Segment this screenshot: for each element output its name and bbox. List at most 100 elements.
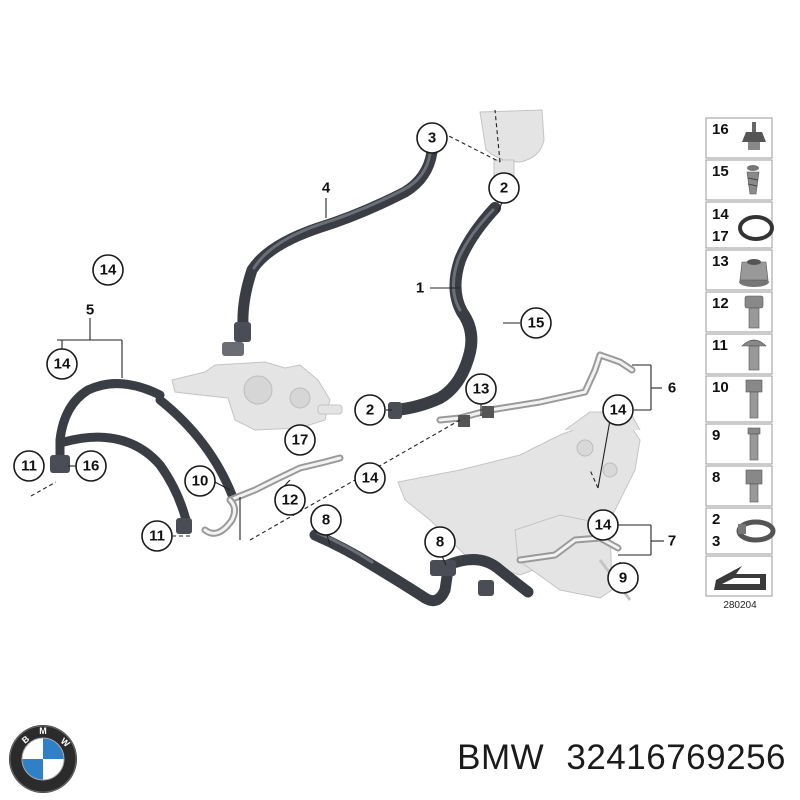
svg-text:16: 16 bbox=[83, 458, 100, 475]
hose-1 bbox=[388, 202, 501, 419]
svg-text:3: 3 bbox=[428, 130, 436, 147]
legend-row-13: 13 bbox=[705, 249, 773, 291]
hose-clamp-icon bbox=[736, 519, 776, 543]
svg-text:11: 11 bbox=[21, 458, 37, 475]
svg-text:11: 11 bbox=[712, 337, 728, 354]
o-ring-icon bbox=[738, 215, 774, 241]
svg-text:13: 13 bbox=[473, 381, 490, 398]
socket-head-screw-icon bbox=[745, 379, 763, 419]
expansion-rivet-icon bbox=[746, 165, 760, 195]
callout-14-left: 14 bbox=[46, 348, 78, 380]
brand-part-number: BMW 32416769256 bbox=[457, 738, 786, 778]
svg-text:14: 14 bbox=[54, 356, 71, 373]
legend-row-10: 10 bbox=[705, 375, 773, 423]
hose-5 bbox=[50, 379, 237, 534]
svg-text:17: 17 bbox=[712, 228, 729, 245]
callout-12: 12 bbox=[274, 484, 306, 516]
svg-text:M: M bbox=[39, 726, 47, 736]
svg-text:8: 8 bbox=[436, 534, 444, 551]
svg-text:2: 2 bbox=[366, 402, 374, 419]
svg-text:15: 15 bbox=[528, 315, 545, 332]
svg-text:8: 8 bbox=[712, 469, 720, 486]
callout-14-right-bottom: 14 bbox=[587, 509, 619, 541]
flange-screw-icon bbox=[741, 339, 767, 371]
legend-row-14-17: 14 17 bbox=[705, 201, 774, 249]
hex-bolt-icon bbox=[744, 295, 764, 329]
label-5: 5 bbox=[86, 302, 94, 319]
svg-text:12: 12 bbox=[712, 295, 729, 312]
callout-11-bottom: 11 bbox=[141, 520, 173, 552]
svg-text:4: 4 bbox=[322, 180, 331, 197]
svg-text:1: 1 bbox=[416, 280, 424, 297]
svg-text:13: 13 bbox=[712, 253, 729, 270]
svg-text:8: 8 bbox=[322, 512, 330, 529]
allen-screw-icon bbox=[745, 469, 763, 503]
svg-text:7: 7 bbox=[668, 533, 676, 550]
callout-9: 9 bbox=[607, 562, 639, 594]
pipe-6 bbox=[436, 351, 636, 427]
legend-row-15: 15 bbox=[705, 159, 773, 201]
svg-text:2: 2 bbox=[712, 511, 720, 528]
rubber-mount-bolt-icon bbox=[742, 122, 766, 150]
svg-text:9: 9 bbox=[712, 427, 720, 444]
bmw-logo-icon: B M W bbox=[9, 725, 77, 793]
pipe-7 bbox=[516, 534, 622, 564]
svg-text:15: 15 bbox=[712, 163, 729, 180]
legend-row-2-3: 2 3 bbox=[705, 507, 776, 555]
legend-row-12: 12 bbox=[705, 291, 773, 333]
svg-text:14: 14 bbox=[712, 206, 729, 223]
fastener-legend: 16 15 14 17 bbox=[705, 117, 776, 611]
callout-15: 15 bbox=[520, 307, 552, 339]
legend-row-arrow bbox=[705, 555, 773, 597]
svg-text:10: 10 bbox=[712, 379, 729, 396]
callout-8-center: 8 bbox=[424, 526, 456, 558]
svg-text:11: 11 bbox=[149, 528, 165, 545]
bolt-icon bbox=[747, 427, 761, 461]
svg-text:14: 14 bbox=[595, 517, 612, 534]
label-6: 6 bbox=[668, 380, 676, 397]
callout-11-left: 11 bbox=[13, 450, 45, 482]
fluid-reservoir bbox=[479, 109, 545, 177]
collar-nut-icon bbox=[739, 259, 769, 287]
svg-text:5: 5 bbox=[86, 302, 94, 319]
callout-14-top-left: 14 bbox=[92, 254, 124, 286]
label-1: 1 bbox=[416, 280, 424, 297]
callout-8-left: 8 bbox=[310, 504, 342, 536]
part-number: 32416769256 bbox=[566, 738, 786, 777]
svg-text:B: B bbox=[20, 733, 32, 745]
callout-13: 13 bbox=[465, 373, 497, 405]
svg-text:2: 2 bbox=[500, 180, 508, 197]
svg-text:10: 10 bbox=[192, 473, 209, 490]
callout-3: 3 bbox=[416, 122, 448, 154]
hose-4 bbox=[222, 146, 438, 356]
legend-row-9: 9 bbox=[705, 423, 773, 465]
label-4: 4 bbox=[322, 180, 331, 197]
reference-arrow-icon bbox=[714, 566, 766, 590]
callout-10: 10 bbox=[184, 465, 216, 497]
legend-row-16: 16 bbox=[705, 117, 773, 159]
svg-text:3: 3 bbox=[712, 533, 720, 550]
callout-14-right-top: 14 bbox=[602, 394, 634, 426]
reference-number: 280204 bbox=[723, 600, 757, 611]
svg-text:17: 17 bbox=[292, 432, 309, 449]
svg-text:12: 12 bbox=[282, 492, 299, 509]
callout-2-top: 2 bbox=[488, 172, 520, 204]
legend-row-8: 8 bbox=[705, 465, 773, 507]
legend-row-11: 11 bbox=[705, 333, 773, 375]
callouts: 3 2 4 14 1 5 15 14 13 6 2 14 17 11 16 14… bbox=[13, 122, 676, 594]
svg-text:14: 14 bbox=[362, 470, 379, 487]
power-steering-pump bbox=[171, 361, 343, 431]
callout-17: 17 bbox=[284, 424, 316, 456]
svg-text:9: 9 bbox=[619, 570, 627, 587]
callout-2-mid: 2 bbox=[354, 394, 386, 426]
pipe-12 bbox=[201, 454, 344, 537]
label-7: 7 bbox=[668, 533, 676, 550]
callout-16: 16 bbox=[75, 450, 107, 482]
svg-text:6: 6 bbox=[668, 380, 676, 397]
svg-text:14: 14 bbox=[100, 262, 117, 279]
svg-text:14: 14 bbox=[610, 402, 627, 419]
svg-text:16: 16 bbox=[712, 121, 729, 138]
brand-name: BMW bbox=[457, 738, 545, 777]
callout-14-center: 14 bbox=[354, 462, 386, 494]
